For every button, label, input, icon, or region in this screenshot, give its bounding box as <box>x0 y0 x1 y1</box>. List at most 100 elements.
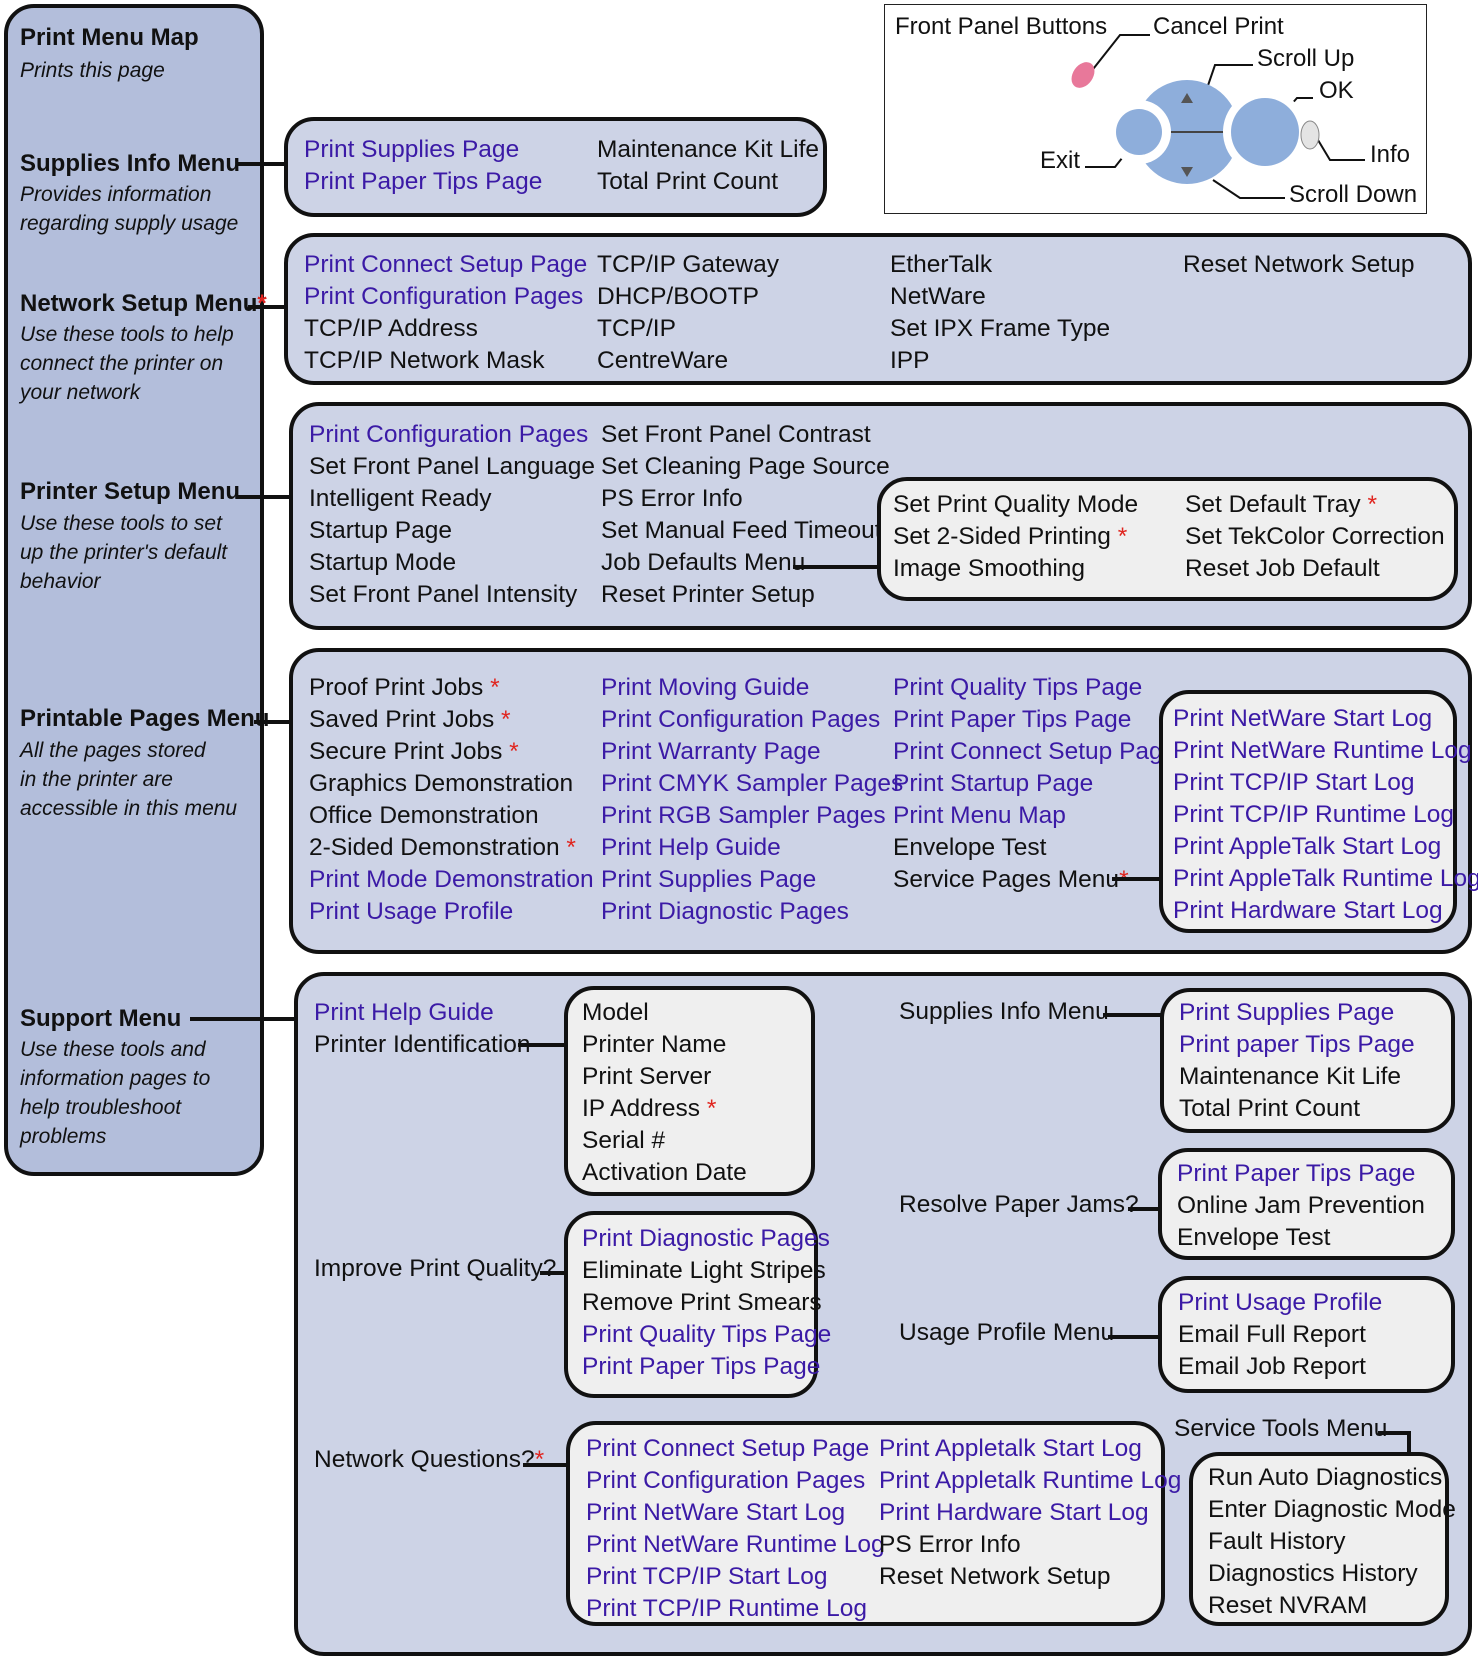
help-guide-item[interactable]: Print Help Guide <box>314 999 494 1026</box>
supplies-item[interactable]: Print Supplies Page <box>304 136 520 163</box>
improve-quality-item[interactable]: Improve Print Quality? <box>314 1255 557 1282</box>
printable-item[interactable]: Print Usage Profile <box>309 898 514 925</box>
printer-item[interactable]: Set Manual Feed Timeout <box>601 517 882 544</box>
service-tools-entry[interactable]: Fault History <box>1208 1528 1346 1555</box>
service-tools-entry[interactable]: Run Auto Diagnostics <box>1208 1464 1443 1491</box>
support-supplies-entry[interactable]: Print paper Tips Page <box>1179 1031 1415 1058</box>
printable-item[interactable]: Print Menu Map <box>893 802 1066 829</box>
service-tools-entry[interactable]: Enter Diagnostic Mode <box>1208 1496 1456 1523</box>
improve-quality-entry[interactable]: Eliminate Light Stripes <box>582 1257 826 1284</box>
network-item[interactable]: TCP/IP Gateway <box>597 251 780 278</box>
network-item[interactable]: DHCP/BOOTP <box>597 283 759 310</box>
printable-item[interactable]: Graphics Demonstration <box>309 770 574 797</box>
usage-profile-item[interactable]: Usage Profile Menu <box>899 1319 1115 1346</box>
paper-jams-entry[interactable]: Print Paper Tips Page <box>1177 1160 1416 1187</box>
network-item[interactable]: TCP/IP Network Mask <box>304 347 545 374</box>
printable-item[interactable]: Print Moving Guide <box>601 674 810 701</box>
printer-item[interactable]: Intelligent Ready <box>309 485 492 512</box>
service-pages-item[interactable]: Print AppleTalk Runtime Log <box>1173 865 1478 892</box>
network-item[interactable]: TCP/IP <box>597 315 676 342</box>
network-item[interactable]: Set IPX Frame Type <box>890 315 1111 342</box>
network-item[interactable]: EtherTalk <box>890 251 993 278</box>
service-pages-item[interactable]: Print TCP/IP Runtime Log <box>1173 801 1454 828</box>
service-pages-item[interactable]: Print TCP/IP Start Log <box>1173 769 1415 796</box>
printable-item[interactable]: Print Configuration Pages <box>601 706 881 733</box>
network-questions-entry[interactable]: Print TCP/IP Start Log <box>586 1563 828 1590</box>
printer-item[interactable]: Startup Mode <box>309 549 457 576</box>
network-questions-entry[interactable]: Print NetWare Runtime Log <box>586 1531 885 1558</box>
network-item[interactable]: Print Connect Setup Page <box>304 251 588 278</box>
printable-item[interactable]: Print Startup Page <box>893 770 1094 797</box>
printable-item[interactable]: Print Quality Tips Page <box>893 674 1143 701</box>
printable-item[interactable]: Print CMYK Sampler Pages <box>601 770 904 797</box>
support-supplies-entry[interactable]: Print Supplies Page <box>1179 999 1395 1026</box>
network-questions-entry[interactable]: Print Appletalk Start Log <box>879 1435 1142 1462</box>
paper-jams-entry[interactable]: Online Jam Prevention <box>1177 1192 1425 1219</box>
support-supplies-entry[interactable]: Maintenance Kit Life <box>1179 1063 1401 1090</box>
service-pages-item[interactable]: Print NetWare Runtime Log <box>1173 737 1472 764</box>
printer-item[interactable]: Set Front Panel Intensity <box>309 581 578 608</box>
network-questions-entry[interactable]: Print Hardware Start Log <box>879 1499 1149 1526</box>
network-questions-entry[interactable]: Print Appletalk Runtime Log <box>879 1467 1182 1494</box>
support-supplies-entry[interactable]: Total Print Count <box>1179 1095 1361 1122</box>
printer-item[interactable]: Set Cleaning Page Source <box>601 453 890 480</box>
improve-quality-entry[interactable]: Print Diagnostic Pages <box>582 1225 830 1252</box>
improve-quality-entry[interactable]: Print Paper Tips Page <box>582 1353 821 1380</box>
job-defaults-item[interactable]: Image Smoothing <box>893 555 1086 582</box>
printable-item[interactable]: Saved Print Jobs <box>309 704 594 736</box>
job-defaults-item[interactable]: Set 2-Sided Printing <box>893 521 1138 553</box>
network-questions-entry[interactable]: PS Error Info <box>879 1531 1021 1558</box>
printer-item[interactable]: Set Front Panel Language <box>309 453 596 480</box>
printable-item[interactable]: Proof Print Jobs <box>309 672 594 704</box>
paper-jams-item[interactable]: Resolve Paper Jams? <box>899 1191 1139 1218</box>
printable-item[interactable]: Print Warranty Page <box>601 738 821 765</box>
network-questions-entry[interactable]: Print Connect Setup Page <box>586 1435 870 1462</box>
supplies-item[interactable]: Maintenance Kit Life <box>597 136 819 163</box>
network-item[interactable]: Print Configuration Pages <box>304 283 584 310</box>
printable-item[interactable]: Print Help Guide <box>601 834 781 861</box>
printer-item[interactable]: Startup Page <box>309 517 453 544</box>
network-item[interactable]: TCP/IP Address <box>304 315 478 342</box>
job-defaults-item[interactable]: Set Default Tray <box>1185 489 1445 521</box>
printable-item[interactable]: Office Demonstration <box>309 802 539 829</box>
job-defaults-item[interactable]: Set Print Quality Mode <box>893 491 1139 518</box>
printer-item[interactable]: Reset Printer Setup <box>601 581 815 608</box>
network-item[interactable]: IPP <box>890 347 930 374</box>
service-pages-item[interactable]: Print AppleTalk Start Log <box>1173 833 1442 860</box>
printable-item[interactable]: Print RGB Sampler Pages <box>601 802 886 829</box>
network-questions-item[interactable]: Network Questions? <box>314 1446 544 1474</box>
support-supplies-item[interactable]: Supplies Info Menu <box>899 998 1109 1025</box>
network-item[interactable]: NetWare <box>890 283 986 310</box>
job-defaults-item[interactable]: Set TekColor Correction <box>1185 523 1445 550</box>
service-pages-item[interactable]: Print NetWare Start Log <box>1173 705 1433 732</box>
printable-item[interactable]: Envelope Test <box>893 834 1047 861</box>
network-item[interactable]: Reset Network Setup <box>1183 251 1415 278</box>
improve-quality-entry[interactable]: Print Quality Tips Page <box>582 1321 832 1348</box>
usage-profile-entry[interactable]: Print Usage Profile <box>1178 1289 1383 1316</box>
printable-item[interactable]: Print Supplies Page <box>601 866 817 893</box>
printer-item[interactable]: Set Front Panel Contrast <box>601 421 871 448</box>
improve-quality-entry[interactable]: Remove Print Smears <box>582 1289 822 1316</box>
supplies-item[interactable]: Total Print Count <box>597 168 779 195</box>
service-pages-item[interactable]: Print Hardware Start Log <box>1173 897 1443 924</box>
network-questions-entry[interactable]: Reset Network Setup <box>879 1563 1111 1590</box>
printable-item[interactable]: Print Paper Tips Page <box>893 706 1132 733</box>
printer-item[interactable]: Job Defaults Menu <box>601 549 806 576</box>
printable-item[interactable]: Secure Print Jobs <box>309 736 594 768</box>
printer-id-item[interactable]: Printer Identification <box>314 1031 531 1058</box>
printable-item[interactable]: 2-Sided Demonstration <box>309 832 594 864</box>
usage-profile-entry[interactable]: Email Job Report <box>1178 1353 1366 1380</box>
network-item[interactable]: CentreWare <box>597 347 729 374</box>
network-questions-entry[interactable]: Print Configuration Pages <box>586 1467 866 1494</box>
printable-item[interactable]: Print Mode Demonstration <box>309 866 594 893</box>
printer-item[interactable]: PS Error Info <box>601 485 743 512</box>
service-tools-item[interactable]: Service Tools Menu <box>1174 1415 1388 1442</box>
job-defaults-item[interactable]: Reset Job Default <box>1185 555 1380 582</box>
network-questions-entry[interactable]: Print NetWare Start Log <box>586 1499 846 1526</box>
service-tools-entry[interactable]: Diagnostics History <box>1208 1560 1418 1587</box>
supplies-item[interactable]: Print Paper Tips Page <box>304 168 543 195</box>
usage-profile-entry[interactable]: Email Full Report <box>1178 1321 1366 1348</box>
printable-item[interactable]: Print Connect Setup Page <box>893 736 1186 768</box>
service-tools-entry[interactable]: Reset NVRAM <box>1208 1592 1368 1619</box>
printable-item[interactable]: Print Diagnostic Pages <box>601 898 849 925</box>
